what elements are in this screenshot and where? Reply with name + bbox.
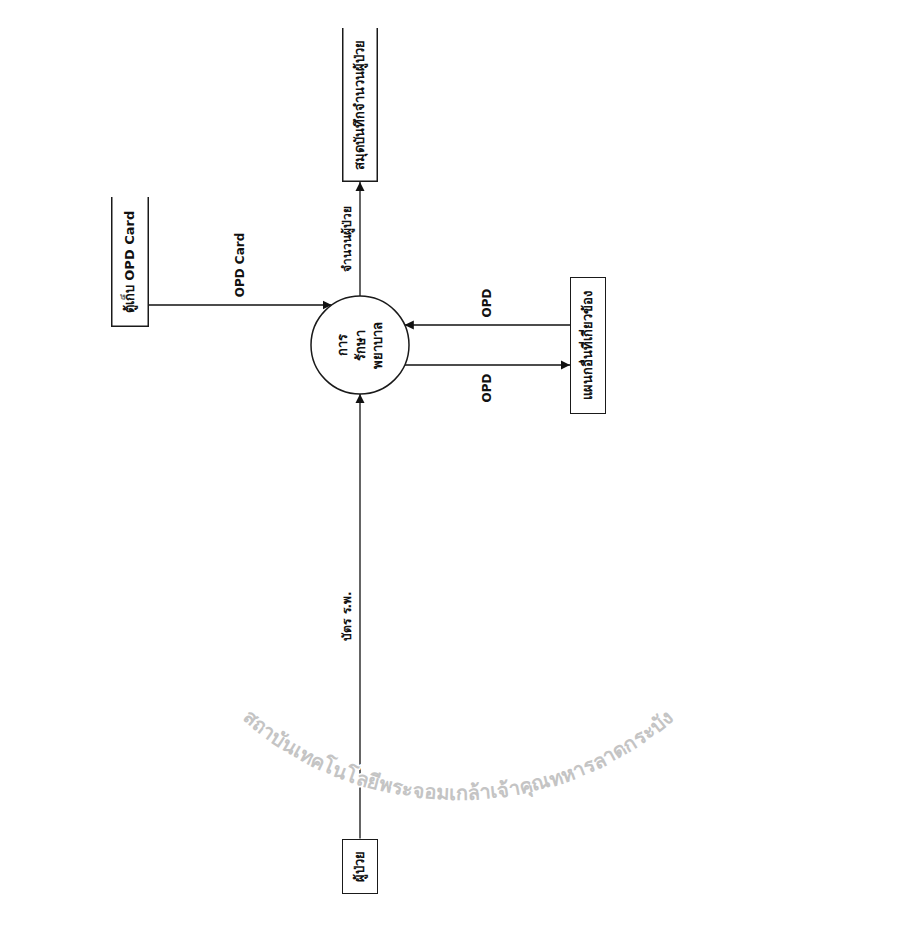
node-text: ตู้เก็บ OPD Card (121, 211, 139, 313)
flow-label: บัตร ร.พ. (339, 590, 354, 643)
process-circle-outline (311, 296, 409, 394)
data-flow-arrow (405, 364, 570, 365)
flow-label: OPD Card (233, 230, 248, 299)
node-text: ผู้ป่วย (351, 851, 369, 882)
store-lines (112, 197, 149, 326)
flow-label: จำนวนผู้ป่วย (339, 204, 354, 274)
data-flow-arrow (405, 324, 570, 325)
external-entity: แผนกอื่นที่เกี่ยวข้อง (570, 277, 606, 414)
watermark-text: สถาบันเทคโนโลยีพระจอมเกล้าเจ้าคุณทหารลาด… (238, 705, 677, 805)
node-text: การรักษา พยาบาล (334, 322, 387, 369)
external-entity: ผู้ป่วย (342, 839, 378, 894)
flow-label: OPD (480, 371, 495, 404)
node-text: สมุดบันทึกจำนวนผู้ป่วย (351, 40, 369, 170)
process-circle: การรักษา พยาบาล (310, 295, 410, 395)
data-store: ตู้เก็บ OPD Card (111, 197, 149, 327)
flow-label: OPD (480, 286, 495, 319)
node-text: แผนกอื่นที่เกี่ยวข้อง (579, 291, 597, 400)
store-lines (343, 28, 378, 181)
data-store: สมุดบันทึกจำนวนผู้ป่วย (342, 28, 378, 182)
data-flow-arrow (149, 304, 332, 305)
data-flow-arrow (359, 182, 360, 296)
